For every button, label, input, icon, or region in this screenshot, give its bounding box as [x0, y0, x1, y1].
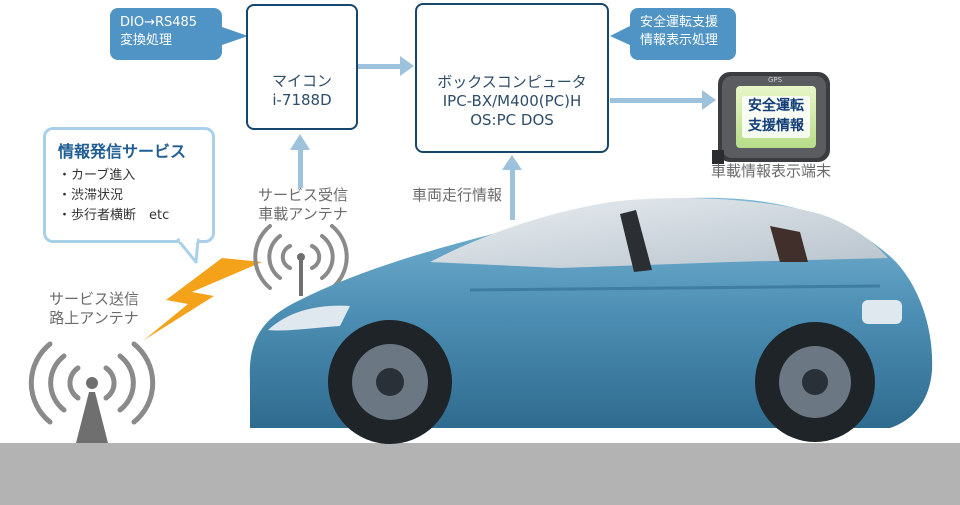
car-image: [249, 197, 933, 444]
roadside-antenna: [28, 341, 156, 425]
safety-display-callout: 安全運転支援 情報表示処理: [630, 8, 736, 60]
box-line3: OS:PC DOS: [470, 111, 554, 129]
bubble-item-curve: ・カーブ進入: [58, 168, 136, 183]
car-to-box-arrow: [502, 155, 522, 220]
rx-antenna-line2: 車載アンテナ: [258, 205, 348, 223]
device-screen-line1: 安全運転: [748, 98, 804, 114]
safety-callout-pointer: [610, 25, 632, 46]
dio-callout-pointer: [222, 27, 248, 45]
display-device-image: [712, 72, 830, 164]
tx-antenna-line2: 路上アンテナ: [49, 309, 139, 327]
tx-antenna-line1: サービス送信: [48, 290, 139, 308]
dio-conversion-callout: DIO→RS485 変換処理: [110, 8, 222, 60]
box-computer-node: ボックスコンピュータ IPC-BX/M400(PC)H OS:PC DOS: [415, 3, 609, 153]
bubble-title: 情報発信サービス: [58, 142, 187, 161]
device-screen-text: 安全運転 支援情報: [742, 96, 810, 136]
safety-callout-line1: 安全運転支援: [640, 15, 719, 30]
roadside-antenna-pole: [76, 392, 108, 443]
box-line2: IPC-BX/M400(PC)H: [442, 92, 582, 110]
lightning-bolt: [144, 258, 262, 340]
roadside-antenna-node: [86, 377, 98, 389]
bubble-item-traffic: ・渋滞状況: [58, 188, 124, 203]
rx-antenna-line1: サービス受信: [257, 186, 348, 204]
box-line1: ボックスコンピュータ: [437, 73, 587, 91]
road: [0, 443, 960, 505]
device-screen-line2: 支援情報: [748, 118, 804, 134]
dio-callout-line1: DIO→RS485: [120, 15, 198, 30]
info-service-bubble: 情報発信サービス ・カーブ進入 ・渋滞状況 ・歩行者横断 etc: [43, 127, 215, 243]
car-antenna-signal: [253, 224, 349, 290]
rx-antenna-label: サービス受信 車載アンテナ: [246, 186, 360, 224]
micro-line1: マイコン: [271, 72, 332, 90]
tx-antenna-label: サービス送信 路上アンテナ: [38, 290, 150, 328]
micro-to-box-arrow: [357, 56, 414, 76]
bubble-item-pedestrian: ・歩行者横断 etc: [58, 208, 170, 223]
device-brand: GPS: [767, 76, 783, 84]
vehicle-info-label: 車両走行情報: [411, 186, 502, 204]
box-to-device-arrow: [610, 90, 716, 110]
device-caption: 車載情報表示端末: [710, 162, 831, 180]
dio-callout-line2: 変換処理: [120, 33, 173, 48]
antenna-to-micro-arrow: [290, 134, 310, 188]
micro-line2: i-7188D: [272, 91, 332, 109]
microcontroller-node: マイコン i-7188D: [246, 4, 358, 130]
safety-callout-line2: 情報表示処理: [640, 33, 719, 48]
